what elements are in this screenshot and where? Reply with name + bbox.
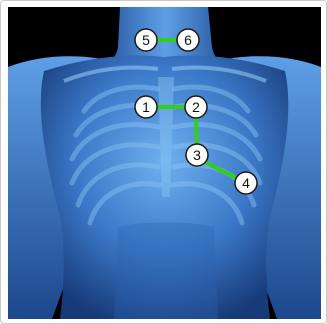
electrode-marker-4[interactable]: 4 — [235, 172, 257, 194]
marker-label: 5 — [142, 32, 150, 48]
marker-label: 2 — [192, 99, 200, 115]
marker-label: 4 — [242, 175, 250, 191]
marker-label: 1 — [142, 99, 150, 115]
electrode-marker-6[interactable]: 6 — [177, 29, 199, 51]
electrode-marker-3[interactable]: 3 — [186, 144, 208, 166]
electrode-marker-2[interactable]: 2 — [185, 96, 207, 118]
electrode-marker-1[interactable]: 1 — [135, 96, 157, 118]
abdomen — [114, 223, 218, 320]
marker-label: 3 — [193, 147, 201, 163]
torso-illustration: 1 2 3 4 5 6 — [8, 7, 321, 319]
chest-anatomy-panel: 1 2 3 4 5 6 — [8, 7, 321, 319]
marker-label: 6 — [184, 32, 192, 48]
electrode-marker-5[interactable]: 5 — [135, 29, 157, 51]
